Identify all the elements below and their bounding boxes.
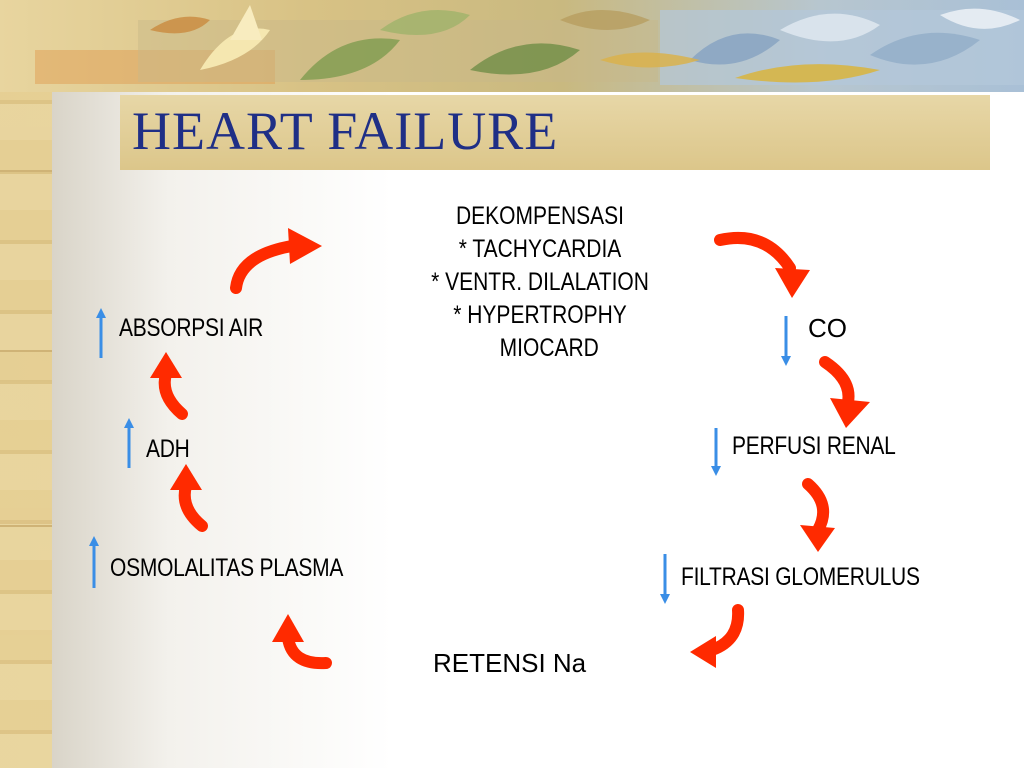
- cycle-arrow-icon-3: [800, 478, 835, 552]
- center-line-2: * TACHYCARDIA: [458, 235, 622, 263]
- center-cause-block: DEKOMPENSASI * TACHYCARDIA * VENTR. DILA…: [395, 200, 685, 365]
- cycle-arrow-icon-2: [819, 356, 870, 428]
- node-perfusi-renal-label: PERFUSI RENAL: [732, 432, 896, 460]
- arrow-down-icon-perfusi: [711, 428, 721, 476]
- leaf-decoration-graphic: [35, 5, 1024, 85]
- center-line-5: MIOCARD: [499, 334, 599, 362]
- arrow-up-icon-adh: [124, 418, 134, 468]
- title-bar: [120, 95, 990, 170]
- node-absorpsi-air-label: ABSORPSI AIR: [119, 314, 264, 342]
- leaf-banner: [0, 0, 1024, 92]
- center-line-3: * VENTR. DILALATION: [431, 268, 649, 296]
- node-osmolalitas-plasma-label: OSMOLALITAS PLASMA: [110, 554, 344, 582]
- left-decorative-strip: [0, 0, 52, 768]
- cycle-arrow-icon-1: [714, 231, 810, 298]
- slide-title: HEART FAILURE: [132, 101, 559, 161]
- arrow-down-icon-filtrasi: [660, 554, 670, 604]
- arrow-up-icon-absorpsi: [96, 308, 106, 358]
- cycle-arrow-icon-7: [150, 352, 188, 420]
- content-panel: [52, 92, 1024, 768]
- cycle-arrow-icon-4: [690, 604, 745, 668]
- node-adh-label: ADH: [146, 435, 190, 463]
- cycle-arrow-icon-6: [170, 464, 208, 532]
- node-retensi-na-label: RETENSI Na: [433, 648, 587, 678]
- arrow-down-icon-co: [781, 316, 791, 366]
- node-filtrasi-glomerulus-label: FILTRASI GLOMERULUS: [681, 563, 920, 591]
- center-line-1: DEKOMPENSASI: [455, 202, 625, 230]
- cycle-arrow-icon-8: [230, 228, 322, 294]
- cycle-arrow-icon-5: [272, 614, 332, 670]
- center-line-4: * HYPERTROPHY: [453, 301, 627, 329]
- node-co-label: CO: [808, 313, 847, 343]
- arrow-up-icon-osmolalitas: [89, 536, 99, 588]
